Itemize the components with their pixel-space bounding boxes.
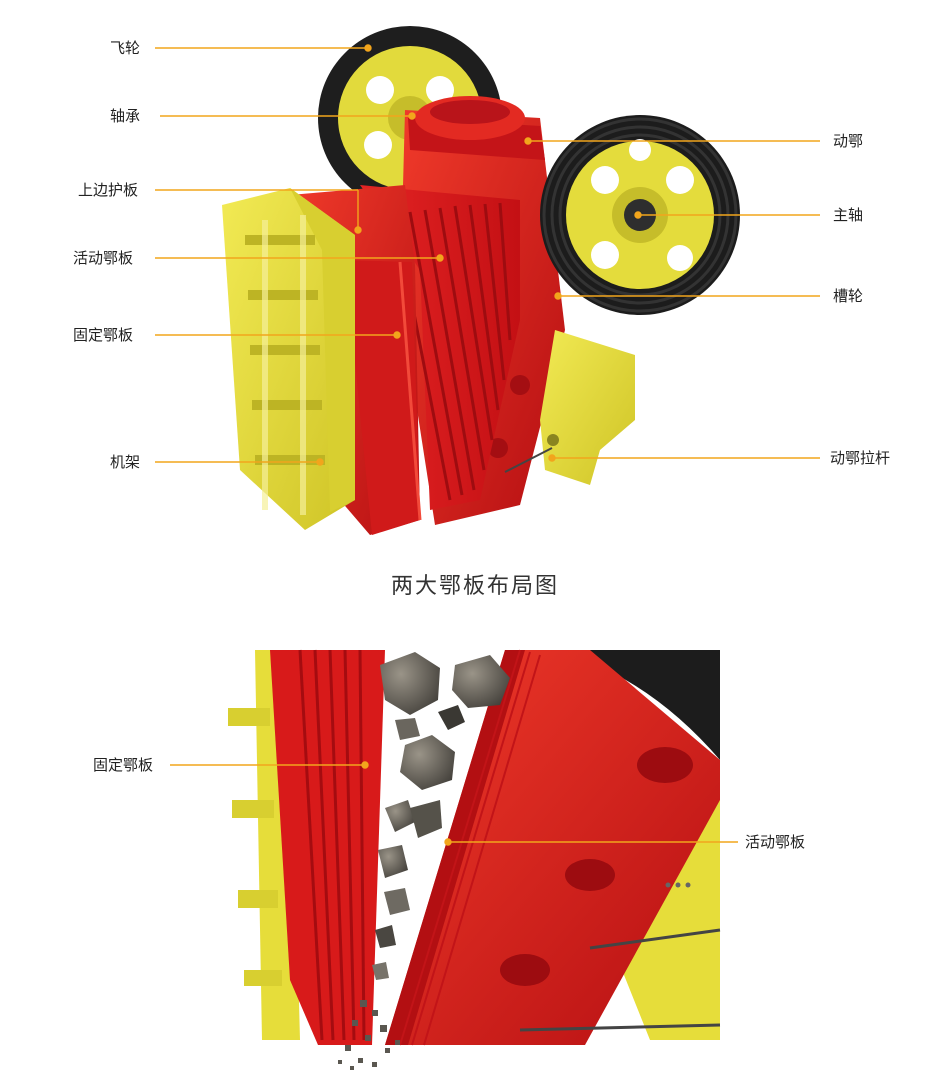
diagram-caption: 两大鄂板布局图 [390, 574, 559, 599]
closeup-label-movable-jaw-plate: 活动鄂板 [745, 833, 806, 851]
right-bracket [504, 330, 635, 485]
label-main-shaft: 主轴 [833, 206, 864, 224]
label-jaw-tie-rod: 动鄂拉杆 [830, 449, 891, 467]
label-moving-jaw: 动鄂 [833, 132, 864, 150]
rocks [338, 652, 510, 1070]
label-upper-guard: 上边护板 [78, 181, 139, 199]
leader-lines-top [155, 44, 820, 466]
closeup-illustration [228, 649, 721, 1070]
yellow-frame [222, 188, 355, 530]
label-frame: 机架 [110, 453, 141, 471]
label-sheave: 槽轮 [833, 287, 864, 305]
label-flywheel: 飞轮 [110, 39, 141, 57]
label-bearing: 轴承 [110, 107, 141, 125]
label-movable-jaw-plate: 活动鄂板 [73, 249, 134, 267]
closeup-label-fixed-jaw-plate: 固定鄂板 [93, 756, 154, 774]
label-fixed-jaw-plate: 固定鄂板 [73, 326, 134, 344]
leader-lines-bottom [170, 761, 738, 846]
